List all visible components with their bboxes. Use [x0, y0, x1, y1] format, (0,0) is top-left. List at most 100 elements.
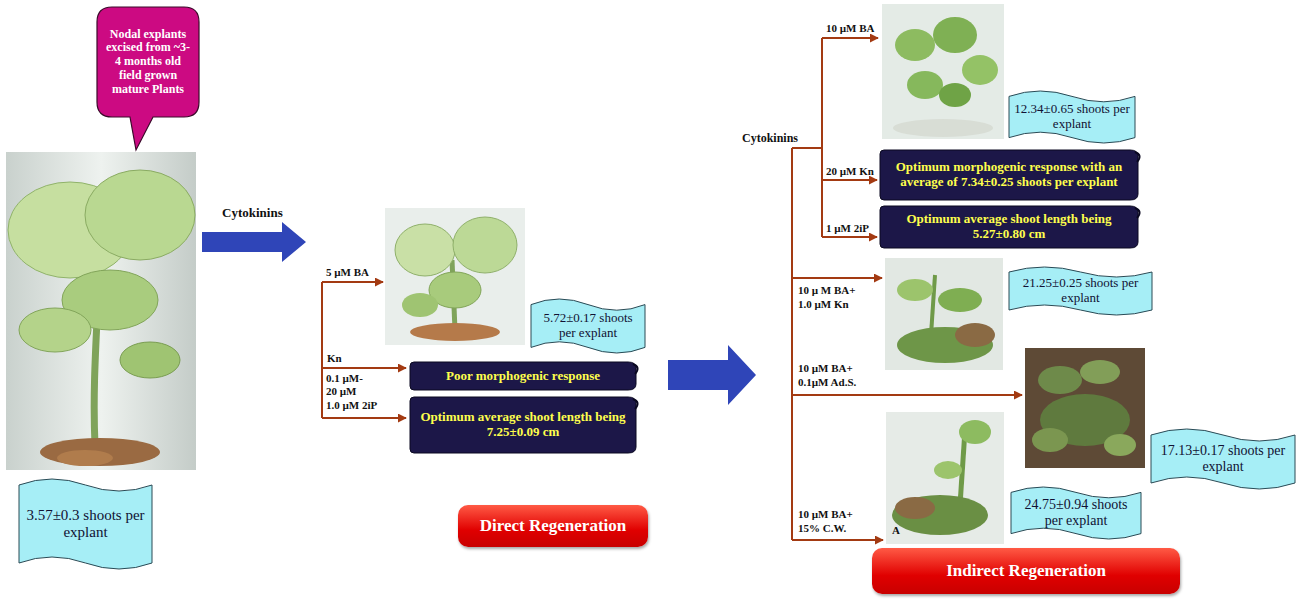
treatment-arrow	[822, 179, 877, 181]
treatment-label: Cytokinins	[222, 205, 283, 221]
treatment-label: 1 µM 2iP	[826, 222, 869, 235]
node-text: 17.13±0.17 shoots per explant	[1156, 443, 1290, 475]
text-frame: Direct Regeneration	[458, 505, 648, 547]
callus	[895, 497, 935, 519]
banner-shape	[531, 299, 645, 353]
banner-shape	[1151, 429, 1295, 489]
treatment-label: Cytokinins	[742, 131, 798, 145]
shoot-photo	[882, 4, 1004, 139]
scroll-curl	[633, 364, 638, 374]
treatment-label: 5 µM BA	[326, 266, 369, 279]
leaf	[907, 71, 943, 99]
explant-photo	[6, 152, 196, 470]
node-text: 3.57±0.3 shoots per explant	[24, 507, 147, 542]
bracket-line	[821, 38, 823, 237]
node-text: Indirect Regeneration	[946, 561, 1106, 581]
leaf	[120, 342, 180, 378]
response-scroll: Optimum average shoot length being 5.27±…	[880, 206, 1138, 248]
text-frame: Indirect Regeneration	[872, 548, 1180, 594]
treatment-label: 15% C.W.	[798, 522, 846, 535]
shoot-photo	[385, 208, 525, 345]
photo-ground	[886, 412, 1004, 544]
bubble-shape	[97, 7, 199, 150]
leaf	[1038, 366, 1082, 394]
node-text: 21.25±0.25 shoots per explant	[1014, 276, 1147, 306]
treatment-label: 20 µM	[326, 385, 356, 398]
node-text: 24.75±0.94 shoots per explant	[1016, 497, 1136, 529]
text-frame: 21.25±0.25 shoots per explant	[1008, 266, 1153, 316]
shoot-photo	[885, 258, 1003, 370]
leaf	[933, 17, 977, 53]
process-arrow	[668, 345, 756, 405]
node-text: 5.72±0.17 shoots per explant	[536, 311, 640, 341]
text-frame: 5.72±0.17 shoots per explant	[530, 298, 646, 354]
treatment-label: A	[892, 524, 900, 537]
treatment-arrow	[792, 277, 882, 279]
scroll-curl	[1135, 152, 1140, 162]
text-frame: Nodal explants excised from ~3- 4 months…	[96, 6, 200, 118]
photo-ground	[885, 258, 1003, 370]
explant-base	[57, 450, 113, 466]
text-frame: 24.75±0.94 shoots per explant	[1010, 486, 1142, 540]
treatment-label: Kn	[327, 352, 342, 365]
text-frame: Poor morphogenic response	[410, 362, 636, 390]
scroll-curl	[633, 399, 638, 409]
treatment-label: 20 µM Kn	[826, 165, 874, 178]
text-frame: Optimum average shoot length being 7.25±…	[410, 397, 636, 453]
section-title-box: Indirect Regeneration	[872, 548, 1180, 594]
text-frame: 12.34±0.65 shoots per explant	[1008, 90, 1136, 144]
text-frame: Optimum morphogenic response with an ave…	[880, 150, 1138, 200]
leaf	[1032, 428, 1068, 452]
treatment-label: 10 µM BA+	[798, 362, 853, 375]
scroll-curl	[1135, 208, 1140, 218]
explant-base	[40, 438, 160, 466]
treatment-label: 10 µM BA	[826, 22, 875, 35]
node-text: Optimum morphogenic response with an ave…	[888, 160, 1130, 190]
treatment-arrow	[822, 236, 877, 238]
leaf	[939, 83, 971, 107]
treatment-label: 1.0 µM 2iP	[326, 399, 377, 412]
leaf	[19, 308, 91, 352]
treatment-arrow	[792, 539, 883, 541]
scroll-shape	[880, 206, 1138, 248]
result-banner: 17.13±0.17 shoots per explant	[1150, 428, 1296, 490]
treatment-arrow	[792, 394, 1022, 396]
bracket-line	[321, 282, 323, 418]
treatment-arrow	[322, 281, 383, 283]
photo-ground	[1025, 348, 1145, 468]
section-title-box: Direct Regeneration	[458, 505, 648, 547]
result-banner: 5.72±0.17 shoots per explant	[530, 298, 646, 354]
leaf	[934, 461, 962, 479]
node-text: Nodal explants excised from ~3- 4 months…	[104, 28, 192, 97]
result-banner: 12.34±0.65 shoots per explant	[1008, 90, 1136, 144]
treatment-arrow	[322, 367, 406, 369]
scroll-shape	[410, 397, 636, 453]
photo-ground	[6, 152, 196, 470]
leaf	[897, 279, 933, 301]
node-text: 12.34±0.65 shoots per explant	[1014, 102, 1130, 132]
leaf	[1080, 360, 1120, 384]
node-text: Poor morphogenic response	[446, 369, 600, 384]
process-arrow	[202, 222, 306, 262]
treatment-arrow	[322, 417, 406, 419]
culture-medium	[893, 119, 993, 137]
node-text: Optimum average shoot length being 7.25±…	[418, 410, 628, 440]
callus	[955, 323, 995, 347]
node-text: Direct Regeneration	[480, 516, 627, 536]
treatment-label: 0.1 µM-	[326, 372, 363, 385]
result-banner: 3.57±0.3 shoots per explant	[18, 478, 153, 570]
bracket-line	[792, 147, 822, 149]
result-banner: 24.75±0.94 shoots per explant	[1010, 486, 1142, 540]
leaf	[402, 293, 438, 317]
callus	[892, 495, 988, 535]
banner-shape	[1009, 91, 1135, 143]
photo-ground	[385, 208, 525, 345]
text-frame: Optimum average shoot length being 5.27±…	[880, 206, 1138, 248]
shoot-photo	[1025, 348, 1145, 468]
response-scroll: Optimum morphogenic response with an ave…	[880, 150, 1138, 200]
text-frame: 3.57±0.3 shoots per explant	[18, 478, 153, 570]
response-scroll: Optimum average shoot length being 7.25±…	[410, 397, 636, 453]
response-scroll: Poor morphogenic response	[410, 362, 636, 390]
callout-bubble: Nodal explants excised from ~3- 4 months…	[96, 6, 200, 118]
